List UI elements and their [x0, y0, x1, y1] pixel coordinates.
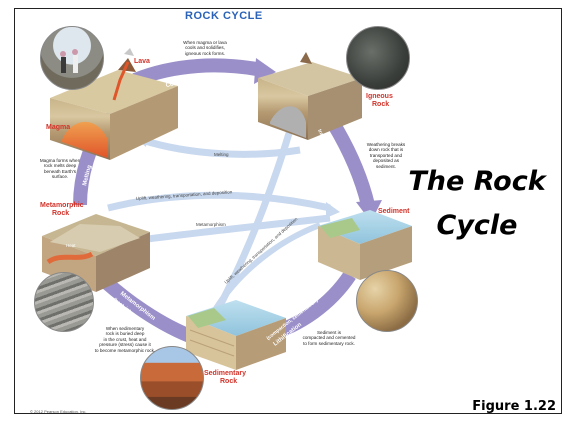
sediment-block	[318, 210, 412, 280]
sediment-photo	[356, 270, 418, 332]
igneous-photo	[346, 26, 410, 90]
metamorphic-photo	[34, 272, 94, 332]
slide-title-line: Cycle	[402, 204, 552, 248]
sedimentary-label-1: Sedimentary	[204, 370, 246, 378]
lava-photo	[40, 26, 104, 90]
heat-label: Heat	[66, 243, 76, 248]
melting-caption: Magma forms when rock melts deep beneath…	[32, 158, 88, 180]
copyright-note: © 2012 Pearson Education, Inc.	[30, 409, 87, 414]
metamorphism-inner-arrow	[140, 218, 330, 240]
metamorphic-label-1: Metamorphic	[40, 202, 84, 210]
metamorphism-inner-label: Metamorphism	[196, 222, 226, 227]
slide-title-line: The Rock	[402, 160, 552, 204]
slide-title: The Rock Cycle	[402, 160, 552, 248]
lithification-caption: Sediment is compacted and cemented to fo…	[294, 330, 364, 346]
cooling-caption: When magma or lava cools and solidifies,…	[170, 40, 240, 56]
sedimentary-photo	[140, 346, 204, 410]
metamorphic-label-2: Rock	[52, 210, 69, 218]
lava-label: Lava	[134, 58, 150, 66]
magma-label: Magma	[46, 124, 70, 132]
igneous-label-1: Igneous	[366, 93, 393, 101]
lithification-caption-line: to form sedimentary rock.	[294, 341, 364, 346]
sedimentary-label-2: Rock	[220, 378, 237, 386]
uplift-diag-arrow-2	[215, 225, 320, 310]
figure-label: Figure 1.22	[472, 399, 556, 414]
melting-caption-line: surface.	[32, 174, 88, 179]
hikers-icon	[41, 27, 103, 89]
melting-inner-label: Melting	[214, 152, 229, 157]
igneous-label-2: Rock	[372, 101, 389, 109]
metamorphism-caption-line: to become metamorphic rock.	[86, 348, 164, 353]
metamorphism-caption: When sedimentary rock is buried deep in …	[86, 326, 164, 353]
cooling-caption-line: igneous rock forms.	[170, 51, 240, 56]
